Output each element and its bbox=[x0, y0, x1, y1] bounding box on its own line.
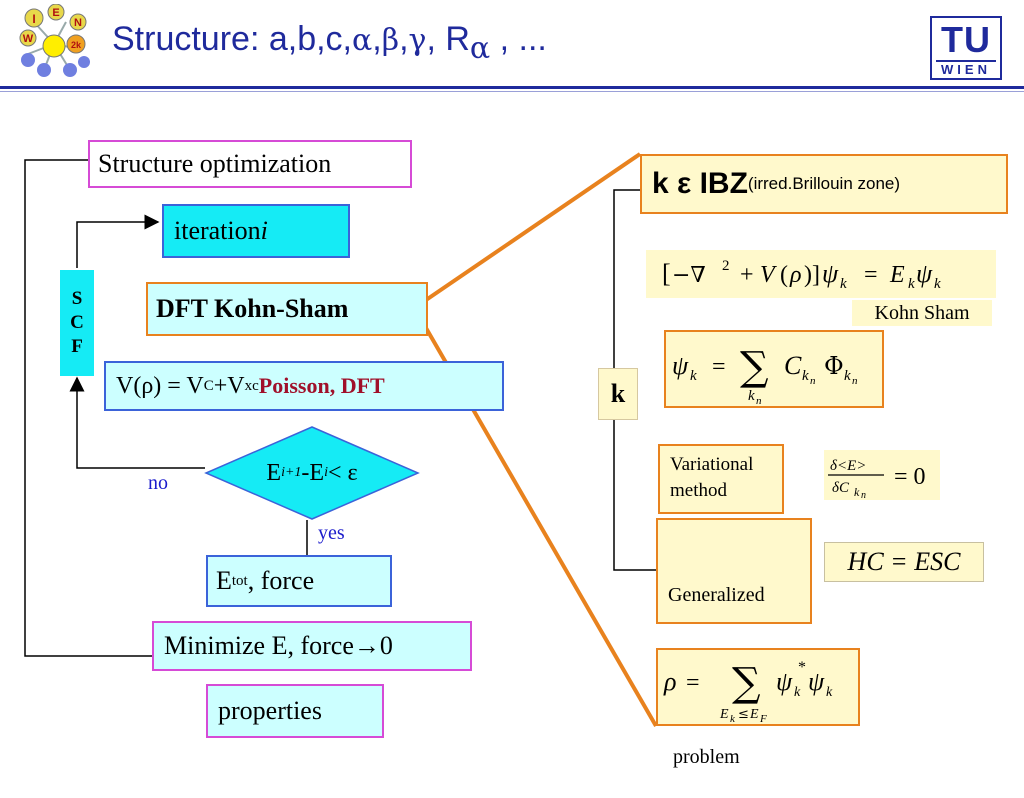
logo-letter-e: E bbox=[52, 7, 59, 19]
structure-optimization-box: Structure optimization bbox=[88, 140, 412, 188]
svg-text:V: V bbox=[760, 262, 777, 288]
dft-kohn-sham-box: DFT Kohn-Sham bbox=[146, 282, 428, 336]
svg-text:(: ( bbox=[780, 262, 788, 288]
k-ibz-box: k ε IBZ (irred.Brillouin zone) bbox=[640, 154, 1008, 214]
svg-text:*: * bbox=[798, 659, 806, 676]
logo-wien-text: WIEN bbox=[936, 60, 996, 77]
svg-text:ρ: ρ bbox=[663, 667, 676, 696]
svg-text:C: C bbox=[784, 351, 802, 380]
zoom-line-top bbox=[424, 152, 642, 302]
svg-text:=: = bbox=[864, 262, 878, 288]
logo-letter-n: N bbox=[74, 17, 82, 29]
svg-text:ψ: ψ bbox=[808, 667, 825, 696]
density-equation: ρ = ∑ E k ≤ E F ψ k * ψ k bbox=[656, 648, 860, 726]
svg-text:[: [ bbox=[662, 259, 671, 288]
svg-text:k: k bbox=[730, 713, 736, 724]
hc-esc-equation: HC = ESC bbox=[824, 542, 984, 582]
svg-text:≤: ≤ bbox=[738, 707, 749, 722]
svg-text:+: + bbox=[740, 262, 754, 288]
kohn-sham-caption: Kohn Sham bbox=[852, 300, 992, 326]
svg-text:n: n bbox=[810, 375, 816, 387]
variational-equation: δ<E> δC k n = 0 bbox=[824, 450, 940, 501]
kohn-sham-equation: [ −∇ 2 + V ( ρ )] ψ k = E k ψ k bbox=[646, 250, 996, 298]
svg-text:E: E bbox=[889, 262, 905, 288]
svg-text:−∇: −∇ bbox=[672, 263, 706, 288]
properties-box: properties bbox=[206, 684, 384, 738]
scf-arrow-to-iteration bbox=[76, 214, 160, 268]
svg-text:)]: )] bbox=[804, 262, 820, 288]
svg-text:n: n bbox=[852, 375, 858, 387]
wien2k-logo: I E N W 2k bbox=[14, 3, 94, 80]
svg-text:ψ: ψ bbox=[822, 259, 839, 288]
svg-text:n: n bbox=[861, 490, 866, 500]
svg-text:δC: δC bbox=[832, 480, 850, 496]
svg-text:E: E bbox=[719, 707, 729, 722]
logo-tu-text: TU bbox=[941, 19, 991, 60]
svg-text:ψ: ψ bbox=[672, 351, 689, 380]
svg-text:n: n bbox=[756, 395, 762, 406]
k-bracket-bottom bbox=[613, 410, 656, 571]
page-title: Structure: a,b,c,α,β,γ, Rα , ... bbox=[112, 20, 547, 66]
svg-text:ψ: ψ bbox=[916, 259, 933, 288]
no-label: no bbox=[148, 472, 168, 494]
svg-text:k: k bbox=[794, 685, 801, 700]
k-bracket-top bbox=[613, 189, 640, 370]
svg-text:k: k bbox=[802, 368, 809, 384]
svg-text:k: k bbox=[748, 388, 755, 404]
svg-text:k: k bbox=[908, 276, 915, 292]
generalized-eigenvalue-box: Generalized eigenvalue problem bbox=[656, 518, 812, 768]
svg-text:=: = bbox=[686, 670, 700, 696]
logo-letter-w: W bbox=[23, 33, 34, 45]
logo-letter-i: I bbox=[32, 12, 35, 26]
svg-text:∑: ∑ bbox=[732, 660, 761, 706]
svg-text:2: 2 bbox=[722, 258, 730, 274]
svg-text:ρ: ρ bbox=[789, 262, 802, 288]
no-arrow-to-scf bbox=[69, 376, 205, 469]
svg-text:k: k bbox=[854, 485, 860, 499]
svg-text:k: k bbox=[840, 276, 847, 292]
svg-text:=: = bbox=[712, 354, 726, 380]
svg-text:Φ: Φ bbox=[824, 352, 844, 380]
logo-letter-2k: 2k bbox=[71, 40, 82, 50]
svg-text:δ<E>: δ<E> bbox=[830, 458, 866, 474]
svg-text:E: E bbox=[749, 707, 759, 722]
svg-text:F: F bbox=[759, 713, 767, 724]
variational-method-box: Variational method bbox=[658, 444, 784, 514]
svg-text:= 0: = 0 bbox=[894, 464, 926, 490]
svg-text:k: k bbox=[690, 368, 697, 384]
basis-expansion-equation: ψ k = ∑ k n C k n Φ k n bbox=[664, 330, 884, 408]
k-label-box: k bbox=[598, 368, 638, 420]
iteration-box: iteration i bbox=[162, 204, 350, 258]
svg-text:k: k bbox=[844, 368, 851, 384]
header-rule bbox=[0, 86, 1024, 89]
outer-loop-line bbox=[24, 159, 152, 657]
svg-text:k: k bbox=[826, 685, 833, 700]
yes-label: yes bbox=[318, 522, 345, 544]
svg-text:k: k bbox=[934, 276, 941, 292]
minimize-box: Minimize E, force→0 bbox=[152, 621, 472, 671]
header-rule-thin bbox=[0, 91, 1024, 92]
tu-wien-logo: TU WIEN bbox=[930, 16, 1002, 80]
svg-text:∑: ∑ bbox=[740, 344, 769, 390]
svg-text:ψ: ψ bbox=[776, 667, 793, 696]
